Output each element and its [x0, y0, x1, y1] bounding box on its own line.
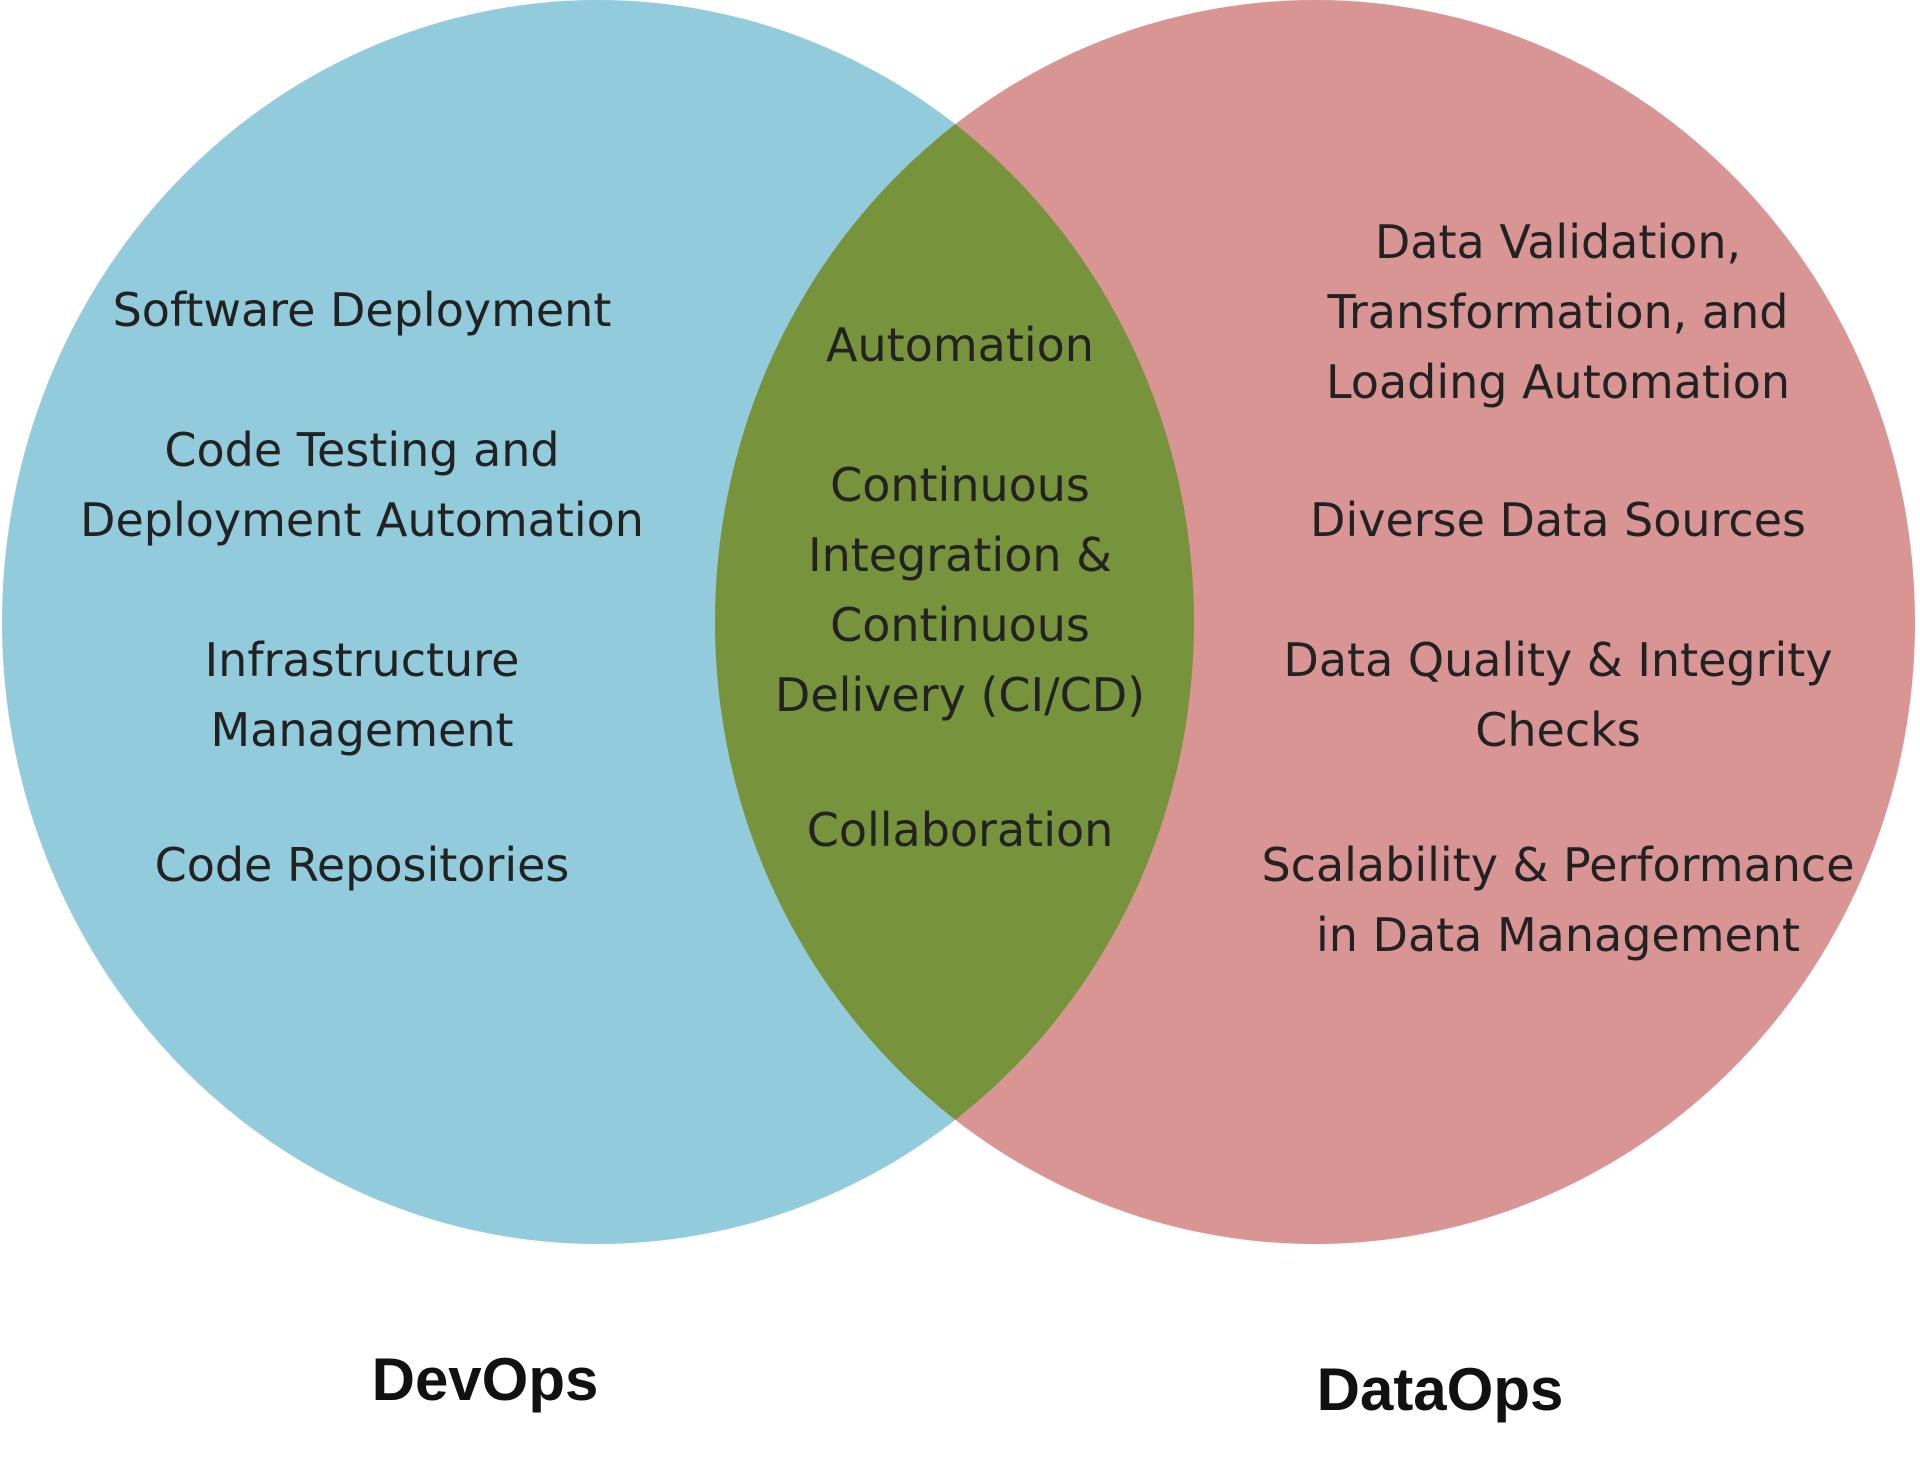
- dataops-item-scalability: Scalability & Performance in Data Managem…: [1238, 830, 1878, 970]
- text-line: in Data Management: [1315, 908, 1801, 962]
- text-line: Continuous: [830, 458, 1090, 512]
- overlap-region: [715, 0, 1194, 1244]
- devops-item-code-repositories: Code Repositories: [154, 838, 570, 892]
- text-line: Continuous: [830, 598, 1090, 652]
- dataops-item-diverse-data-sources: Diverse Data Sources: [1310, 493, 1806, 547]
- text-line: Management: [210, 703, 514, 757]
- devops-label: DevOps: [371, 1346, 599, 1413]
- text-line: Data Quality & Integrity: [1283, 633, 1833, 687]
- text-line: Code Testing and: [164, 423, 560, 477]
- text-line: Checks: [1475, 703, 1641, 757]
- dataops-label: DataOps: [1316, 1356, 1564, 1423]
- text-line: Integration &: [808, 528, 1112, 582]
- text-line: Delivery (CI/CD): [774, 668, 1146, 722]
- overlap-item-automation: Automation: [826, 318, 1094, 372]
- overlap-item-collaboration: Collaboration: [806, 803, 1114, 857]
- text-line: Transformation, and: [1327, 285, 1789, 339]
- text-line: Scalability & Performance: [1261, 838, 1855, 892]
- text-line: Data Validation,: [1374, 215, 1742, 269]
- text-line: Infrastructure: [204, 633, 520, 687]
- text-line: Deployment Automation: [80, 493, 644, 547]
- devops-item-software-deployment: Software Deployment: [112, 283, 612, 337]
- text-line: Loading Automation: [1325, 355, 1791, 409]
